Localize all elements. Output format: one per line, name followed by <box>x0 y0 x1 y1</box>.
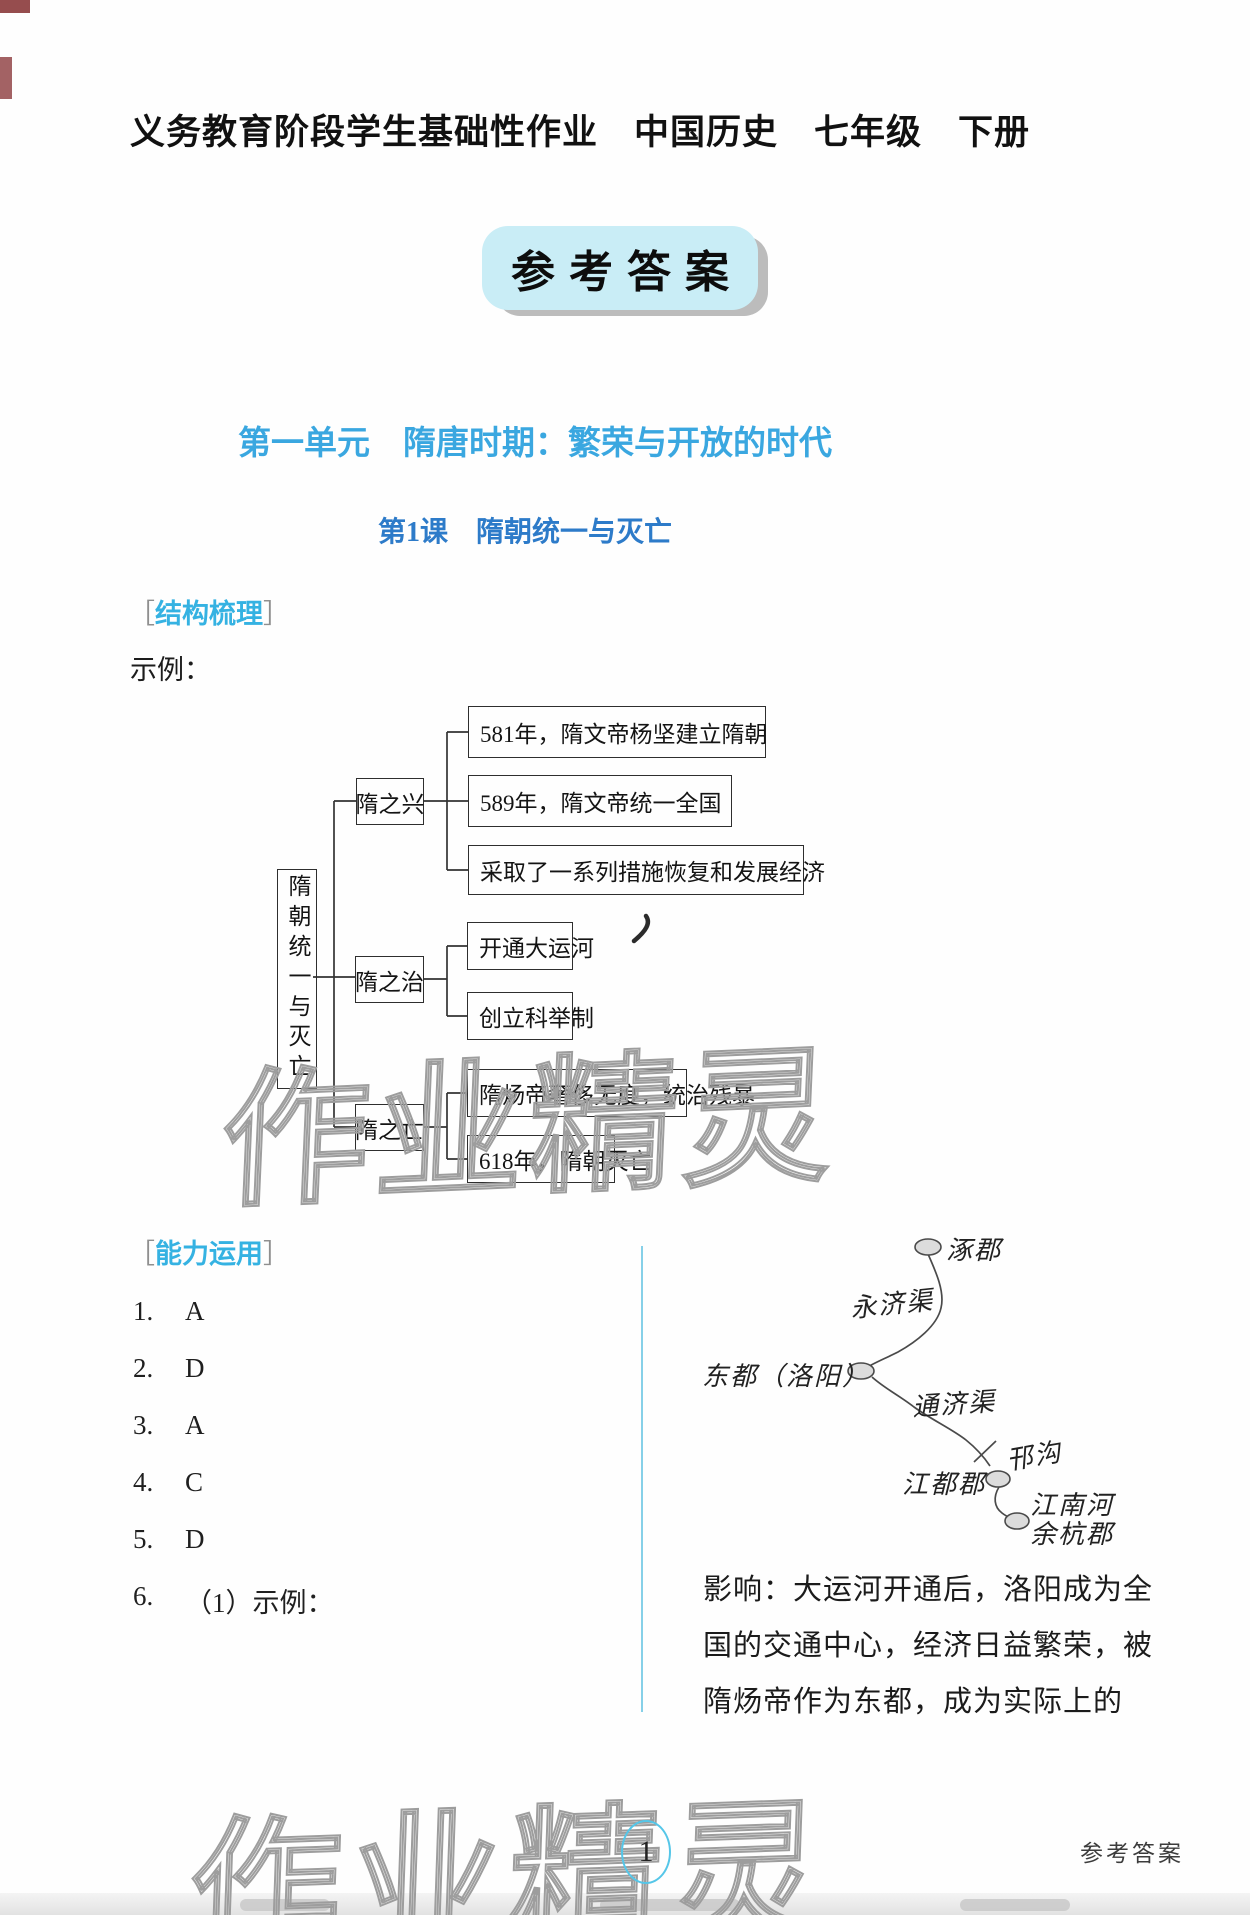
canal-tick-mark <box>973 1440 997 1463</box>
impact-line: 隋炀帝作为东都，成为实际上的 <box>703 1686 1124 1718</box>
answer-number: 4. <box>133 1467 154 1497</box>
answer-number: 6. <box>133 1581 154 1611</box>
impact-line: 影响：大运河开通后，洛阳成为全 <box>703 1574 1154 1606</box>
book-title: 义务教育阶段学生基础性作业 中国历史 七年级 下册 <box>130 113 1031 152</box>
flowchart-item-box: 创立科举制 <box>467 992 594 1040</box>
flowchart-item-box: 589年，隋文帝统一全国 <box>468 775 732 827</box>
node-yuhangjun <box>1004 1512 1030 1530</box>
map-label-dongdu-luoyang: 东都（洛阳） <box>702 1362 871 1391</box>
scan-artifact-red-left <box>0 57 12 99</box>
bracket-close: ］ <box>263 599 290 629</box>
answer-row: 2. D <box>133 1353 205 1384</box>
answer-row: 1. A <box>133 1296 205 1327</box>
node-zhuojun <box>914 1238 942 1256</box>
handwritten-comma-mark <box>631 913 651 944</box>
watermark-zuoyejingling-bottom: 作业精灵 <box>186 1785 834 1915</box>
flowchart-root-box: 隋朝统一与灭亡 <box>277 869 317 1089</box>
flowchart-connector-lines <box>313 731 651 1160</box>
answer-value: D <box>185 1353 205 1383</box>
map-label-yuhangjun: 余杭郡 <box>1030 1520 1115 1549</box>
scan-smudge <box>600 1899 740 1911</box>
scan-smudge <box>960 1899 1070 1911</box>
answer-value: C <box>185 1467 204 1497</box>
unit-heading: 第一单元 隋唐时期：繁荣与开放的时代 <box>238 424 832 461</box>
flowchart-item-box: 隋炀帝奢侈无度，统治残暴 <box>467 1069 755 1117</box>
ability-section-label: ［能力运用］ <box>128 1232 290 1271</box>
answer-number: 5. <box>133 1524 154 1554</box>
canal-tongjiqu-path <box>871 1376 991 1467</box>
canal-yongjiqu-path <box>865 1253 943 1369</box>
answer-value: A <box>185 1296 205 1326</box>
answer-row: 5. D <box>133 1524 205 1555</box>
column-divider-line <box>641 1246 643 1712</box>
answer-number: 1. <box>133 1296 154 1326</box>
page-number: 1 <box>638 1835 654 1868</box>
node-luoyang <box>847 1362 875 1380</box>
flowchart-item-box: 采取了一系列措施恢复和发展经济 <box>468 845 825 895</box>
grand-canal-map-drawing <box>847 1238 1030 1530</box>
answer-row: 4. C <box>133 1467 203 1498</box>
map-label-jiangdujun: 江都郡 <box>902 1470 987 1499</box>
node-jiangdujun <box>985 1470 1011 1488</box>
flowchart-branch-box: 隋之治 <box>355 956 424 1003</box>
ability-section-label-text: 能力运用 <box>155 1239 263 1269</box>
map-label-jiangnanhe: 江南河 <box>1030 1491 1115 1520</box>
scan-bottom-edge <box>0 1893 1250 1915</box>
page-number-badge: 1 <box>621 1820 671 1884</box>
footer-section-label: 参考答案 <box>1080 1841 1184 1866</box>
impact-line: 国的交通中心，经济日益繁荣，被 <box>703 1630 1154 1662</box>
reference-answers-banner-text: 参考答案 <box>511 248 743 297</box>
lesson-heading: 第1课 隋朝统一与灭亡 <box>378 517 673 548</box>
flowchart-item-box: 618年，隋朝灭亡 <box>467 1135 652 1183</box>
map-label-tongjiqu: 通济渠 <box>911 1387 998 1422</box>
map-label-zhuojun: 涿郡 <box>946 1236 1003 1265</box>
structure-section-label-text: 结构梳理 <box>155 599 263 629</box>
bracket-open: ［ <box>128 1239 155 1269</box>
impact-answer-paragraph: 影响：大运河开通后，洛阳成为全 国的交通中心，经济日益繁荣，被 隋炀帝作为东都，… <box>703 1562 1203 1730</box>
answer-row: 3. A <box>133 1410 205 1441</box>
flowchart-item-box: 581年，隋文帝杨坚建立隋朝 <box>468 706 768 758</box>
bracket-open: ［ <box>128 599 155 629</box>
structure-section-label: ［结构梳理］ <box>128 592 290 631</box>
scan-smudge <box>240 1899 330 1911</box>
flowchart-branch-box: 隋之亡 <box>355 1104 424 1151</box>
flowchart-branch-box: 隋之兴 <box>356 778 425 825</box>
scan-artifact-red-top <box>0 0 30 13</box>
example-label: 示例： <box>130 655 211 685</box>
answer-value: （1）示例： <box>185 1588 334 1618</box>
answer-number: 2. <box>133 1353 154 1383</box>
reference-answers-banner: 参考答案 <box>482 226 758 310</box>
flowchart-item-box: 开通大运河 <box>467 922 594 970</box>
bracket-close: ］ <box>263 1239 290 1269</box>
answer-row: 6. （1）示例： <box>133 1581 334 1620</box>
answer-value: A <box>185 1410 205 1440</box>
answer-number: 3. <box>133 1410 154 1440</box>
answer-value: D <box>185 1524 205 1554</box>
